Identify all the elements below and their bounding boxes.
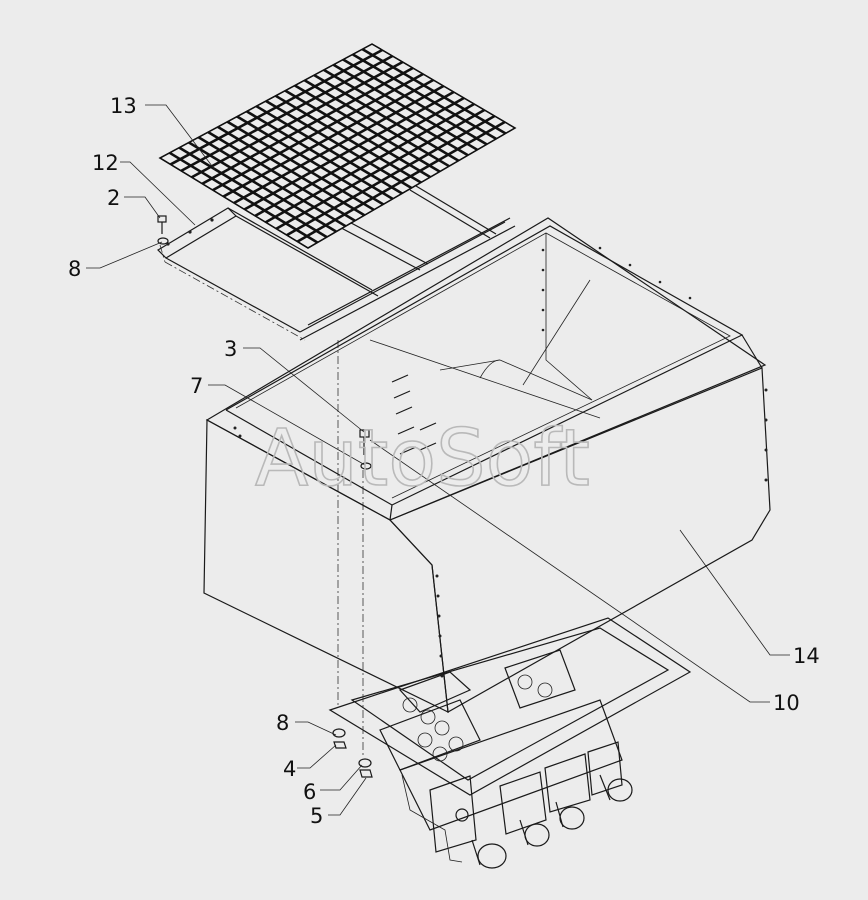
- callout-8-lower: 8: [276, 711, 289, 735]
- watermark-text: AutoSoft: [255, 414, 590, 504]
- metering-unit: [328, 617, 692, 869]
- mesh-wire: [222, 78, 434, 198]
- callout-4: 4: [283, 757, 296, 781]
- mesh-wire: [265, 102, 475, 224]
- mesh-wire: [296, 120, 506, 243]
- mesh-wire: [254, 96, 465, 217]
- mesh-wire: [180, 54, 394, 172]
- mesh-wire: [286, 114, 496, 237]
- callout-8-upper: 8: [68, 257, 81, 281]
- mesh-wire: [243, 90, 455, 211]
- mesh-wire: [169, 48, 383, 166]
- grille-frame: [157, 183, 516, 341]
- callout-12: 12: [92, 151, 119, 175]
- callout-10: 10: [773, 691, 800, 715]
- mesh-wire: [201, 66, 414, 185]
- callout-7: 7: [190, 374, 203, 398]
- mesh-wire: [275, 108, 486, 230]
- leader-lines: [86, 104, 790, 816]
- callout-5: 5: [310, 804, 323, 828]
- mesh-wire: [191, 60, 404, 179]
- callout-2: 2: [107, 186, 120, 210]
- hopper-box: [203, 217, 771, 714]
- callout-6: 6: [303, 780, 316, 804]
- callout-13: 13: [110, 94, 137, 118]
- mesh-wire: [233, 84, 445, 205]
- callout-14: 14: [793, 644, 820, 668]
- callout-labels: 13 12 2 8 3 7 14 10 8 4 6 5: [68, 94, 820, 828]
- callout-3: 3: [224, 337, 237, 361]
- mesh-grille: [158, 43, 517, 249]
- mesh-wire: [212, 72, 424, 192]
